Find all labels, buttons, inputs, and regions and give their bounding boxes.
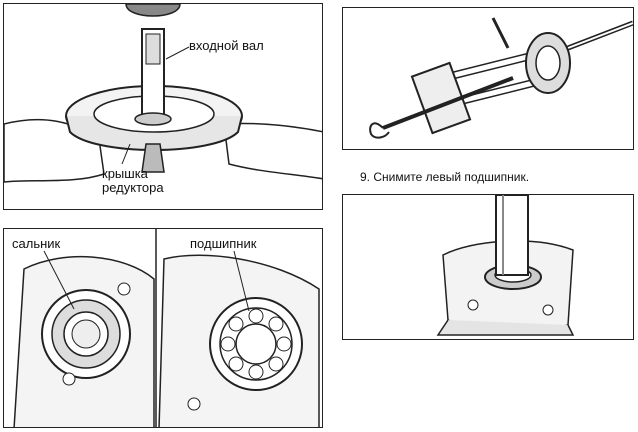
step-9-text: 9. Снимите левый подшипник. — [360, 170, 530, 184]
seal-and-bearing-illustration — [13, 229, 320, 427]
label-bearing: подшипник — [190, 236, 257, 251]
figure-left-bearing-removal — [342, 194, 634, 340]
input-shaft-reducer-cover-illustration — [4, 4, 322, 183]
bearing-puller-illustration — [369, 17, 633, 139]
label-reducer-cover-line1: крышка — [102, 166, 148, 181]
figure-seal-bearing: сальник подшипник — [3, 228, 323, 428]
figure-bearing-puller — [342, 7, 634, 150]
figure-input-shaft-cover: входной вал крышка редуктора — [3, 3, 323, 210]
label-reducer-cover-line2: редуктора — [102, 180, 164, 195]
left-bearing-removal-illustration — [436, 195, 575, 336]
label-input-shaft: входной вал — [189, 38, 264, 53]
label-seal: сальник — [12, 236, 61, 251]
